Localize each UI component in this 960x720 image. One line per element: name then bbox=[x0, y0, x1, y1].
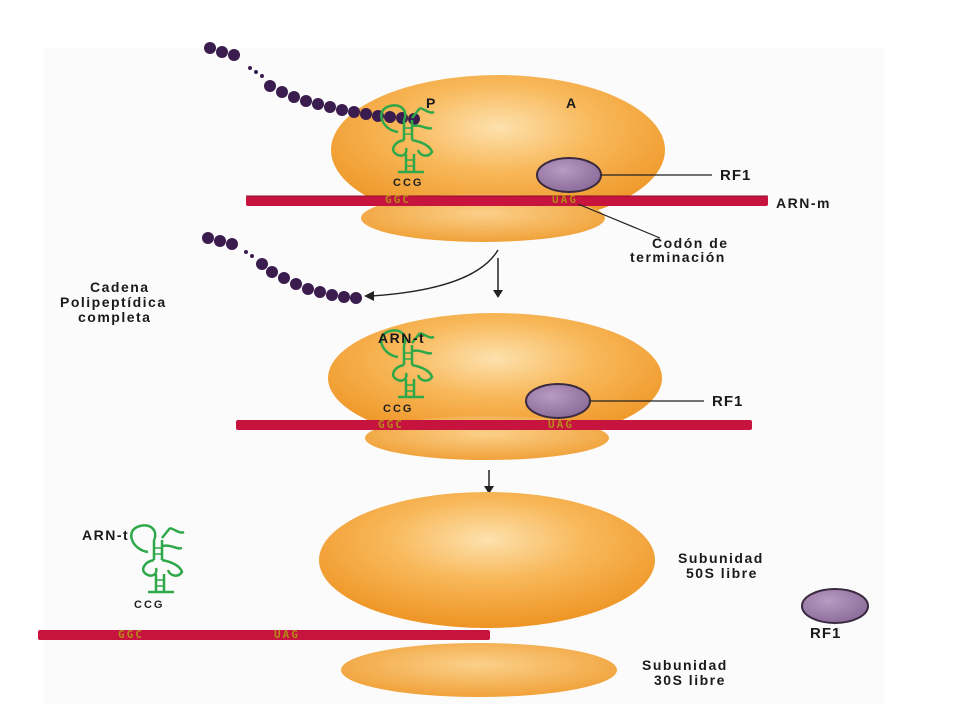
stop-codon-label-line2: terminación bbox=[630, 249, 726, 265]
anticodon-stage1: CCG bbox=[393, 177, 423, 189]
small-subunit-label-line1: Subunidad bbox=[642, 657, 728, 673]
large-subunit-label-line1: Subunidad bbox=[678, 550, 764, 566]
step-arrow-2 bbox=[484, 470, 494, 494]
mrna-strand-stage1 bbox=[246, 196, 768, 206]
site-p-label: P bbox=[426, 95, 437, 111]
small-subunit-label-line2: 30S libre bbox=[654, 672, 726, 688]
chain-label-line1: Cadena bbox=[90, 279, 150, 295]
codon-a-stage3: UAG bbox=[274, 628, 300, 641]
polypeptide-chain-stage1 bbox=[204, 42, 420, 125]
anticodon-stage3: CCG bbox=[134, 599, 164, 611]
codon-p-stage2: GGC bbox=[378, 418, 404, 431]
rf1-factor-stage1 bbox=[536, 157, 602, 193]
mrna-strand-stage3 bbox=[38, 630, 490, 640]
stage-2: CCG GGC UAG ARN-t RF1 bbox=[236, 313, 752, 460]
codon-p-stage3: GGC bbox=[118, 628, 144, 641]
codon-a-stage1: UAG bbox=[552, 193, 578, 206]
rf1-factor-free bbox=[801, 588, 869, 624]
trna-free bbox=[130, 524, 186, 594]
codon-p-stage1: GGC bbox=[385, 193, 411, 206]
stage-1: CCG GGC UAG P A RF1 ARN-m Codón de termi… bbox=[204, 42, 831, 265]
stage-3: GGC UAG CCG ARN-t Subunidad 50S libre RF… bbox=[38, 492, 869, 697]
large-subunit-label-line2: 50S libre bbox=[686, 565, 758, 581]
large-subunit-free bbox=[319, 492, 655, 628]
released-polypeptide bbox=[202, 232, 362, 304]
rf1-label-free: RF1 bbox=[810, 625, 841, 642]
site-a-label: A bbox=[566, 95, 578, 111]
codon-a-stage2: UAG bbox=[548, 418, 574, 431]
trna-label-stage3: ARN-t bbox=[82, 527, 129, 543]
step-arrow-1 bbox=[493, 258, 503, 298]
anticodon-stage2: CCG bbox=[383, 403, 413, 415]
mrna-strand-stage2 bbox=[236, 420, 752, 430]
rf1-factor-stage2 bbox=[525, 383, 591, 419]
stop-codon-label-line1: Codón de bbox=[652, 235, 729, 251]
chain-label-line2: Polipeptídica bbox=[60, 294, 167, 310]
rf1-label-stage2: RF1 bbox=[712, 393, 743, 410]
mrna-label: ARN-m bbox=[776, 195, 831, 211]
trna-label-stage2: ARN-t bbox=[378, 330, 425, 346]
chain-label-line3: completa bbox=[78, 309, 151, 325]
small-subunit-free bbox=[341, 643, 617, 697]
rf1-label-stage1: RF1 bbox=[720, 167, 751, 184]
release-arrow bbox=[371, 249, 499, 297]
released-chain: Cadena Polipeptídica completa bbox=[60, 232, 499, 325]
